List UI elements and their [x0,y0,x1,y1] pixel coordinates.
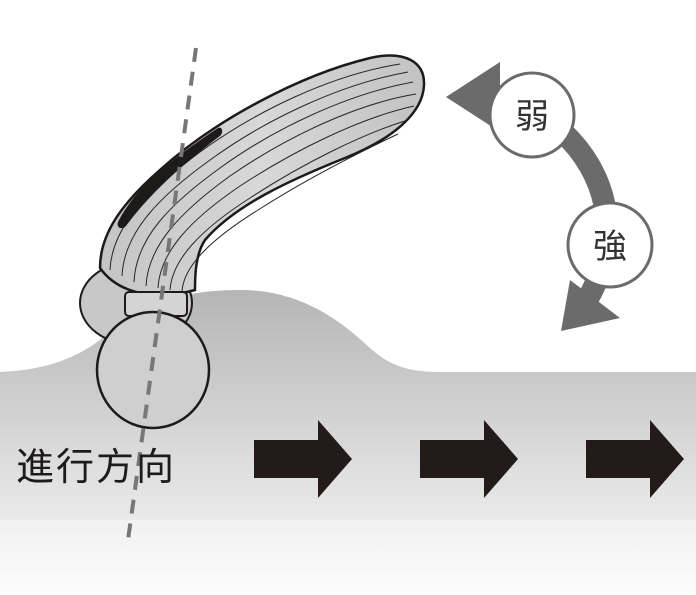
direction-label: 進行方向 [16,445,177,489]
tilt-axis-line [126,47,198,541]
handle-grooves [109,63,417,292]
arrow-right-icon [254,420,352,498]
arrow-right-icon [586,420,684,498]
arrow-right-icon [420,420,518,498]
weak-badge: 弱 [488,71,576,159]
strong-label: 強 [593,227,627,267]
strong-badge: 強 [566,201,654,289]
weak-label: 弱 [515,97,549,137]
handle-stripe [117,127,223,229]
